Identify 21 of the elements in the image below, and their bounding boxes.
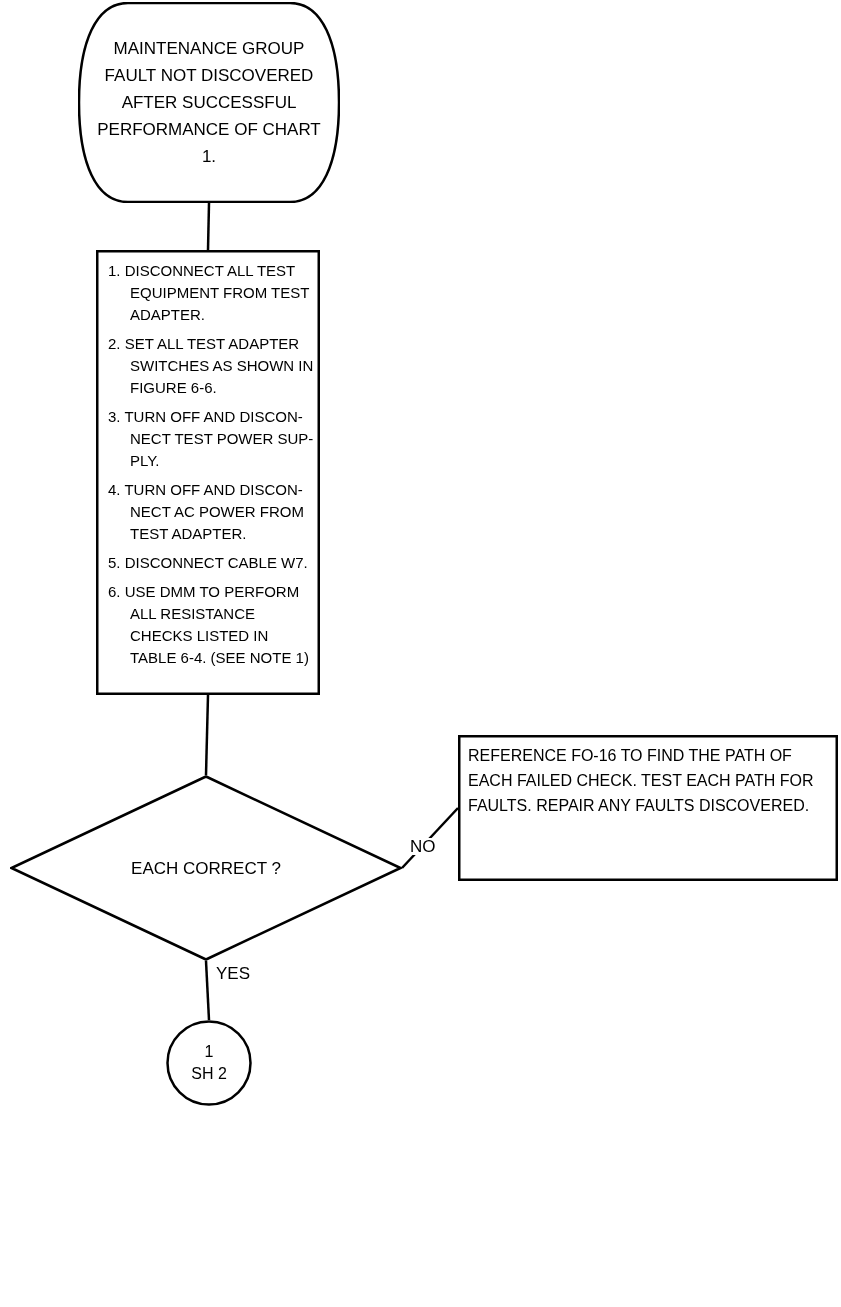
- terminal-text: MAINTENANCE GROUP FAULT NOT DISCOVERED AFTER SUCCESSFUL PERFORMANCE OF CHART 1.: [96, 38, 322, 168]
- process-box: [96, 250, 320, 695]
- instruction-text: REFERENCE FO-16 TO FIND THE PATH OF EACH FAILED CHECK. TEST EACH PATH FOR FAULTS. REPAIR ANY FAULTS DISCOVERED.: [468, 746, 815, 816]
- edge-label: NO: [410, 838, 436, 855]
- step-text: 1. DISCONNECT ALL TEST EQUIPMENT FROM TEST ADAPTER.: [108, 261, 311, 325]
- connector-line: [204, 960, 211, 1021]
- terminal-shape: [78, 2, 340, 203]
- step-text: 6. USE DMM TO PERFORM ALL RESISTANCE CHECKS LISTED IN TABLE 6-4. (SEE NOTE 1): [108, 582, 310, 668]
- step-text: 3. TURN OFF AND DISCON- NECT TEST POWER SUP- PLY.: [108, 407, 314, 471]
- connector-label: SH 2: [191, 1064, 227, 1084]
- process-box: [458, 735, 838, 881]
- step-text: 2. SET ALL TEST ADAPTER SWITCHES AS SHOWN IN FIGURE 6-6.: [108, 334, 314, 398]
- connector-line: [206, 202, 211, 251]
- step-text: 5. DISCONNECT CABLE W7.: [108, 553, 309, 573]
- step-text: 4. TURN OFF AND DISCON- NECT AC POWER FROM TEST ADAPTER.: [108, 480, 305, 544]
- decision-diamond: [10, 775, 402, 961]
- connector-label: 1: [204, 1042, 214, 1062]
- connector-line: [204, 694, 210, 776]
- decision-text: EACH CORRECT ?: [131, 857, 281, 880]
- edge-label: YES: [216, 965, 251, 982]
- connector-circle: [166, 1020, 252, 1106]
